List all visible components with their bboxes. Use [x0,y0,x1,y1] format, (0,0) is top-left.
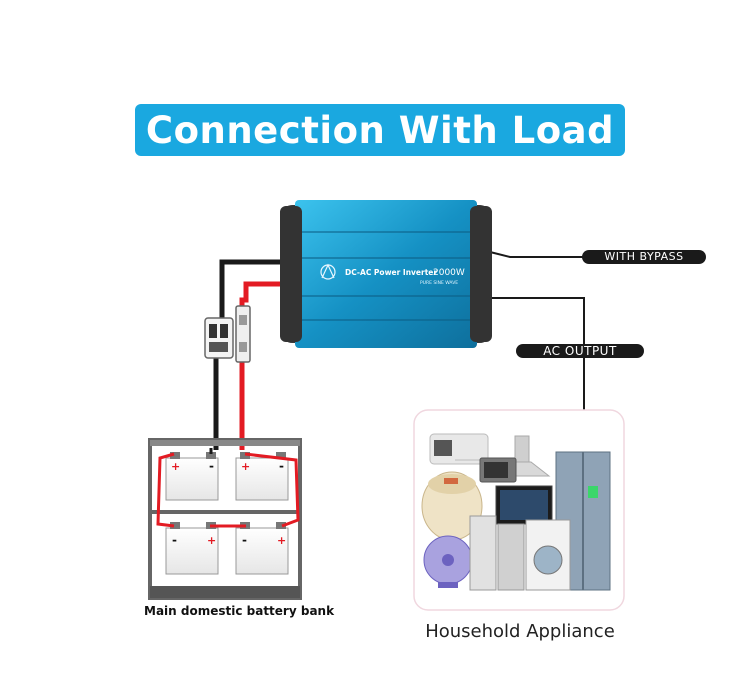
microwave-icon [479,457,517,483]
minus-marker: - [172,533,177,547]
battery-cell [165,527,219,575]
battery-link-red [244,452,300,528]
plus-marker: + [171,460,180,473]
plus-marker: + [207,534,216,547]
inverter-logo-icon [320,263,336,280]
with-bypass-label: WITH BYPASS [582,250,706,264]
fuse-holder [235,305,251,363]
battery-cell [235,527,289,575]
washing-machine-icon [497,523,525,591]
fan-icon [423,535,473,588]
battery-caption: Main domestic battery bank [144,604,335,618]
power-inverter: DC-AC Power Inverter 2000W PURE SINE WAV… [280,200,492,348]
battery-cell [165,457,219,501]
appliance-panel [413,409,625,611]
ac-output-wire [490,297,585,410]
ac-output-label: AC OUTPUT [516,344,644,358]
dc-wires [204,259,282,450]
television-icon [495,485,553,525]
appliance-caption: Household Appliance [425,621,615,642]
minus-marker: - [209,459,214,473]
minus-marker: - [242,533,247,547]
washing-machine-icon [469,515,497,591]
rice-cooker-icon [421,471,483,541]
minus-marker: - [279,459,284,473]
air-conditioner-icon [429,433,489,465]
washing-machine-icon [525,519,571,591]
battery-cell [235,457,289,501]
plus-marker: + [277,534,286,547]
inverter-power: 2000W [433,268,465,278]
bypass-wire [489,251,584,258]
battery-bank: + + + + - - - - [148,438,302,600]
inverter-subtext: PURE SINE WAVE [420,280,458,286]
breaker-switch [204,317,234,359]
ac-wires [489,251,585,410]
battery-link-red [156,452,175,528]
plus-marker: + [241,460,250,473]
inverter-label: DC-AC Power Inverter [345,268,437,277]
page-title: Connection With Load [145,108,615,152]
title-banner: Connection With Load [135,104,625,156]
